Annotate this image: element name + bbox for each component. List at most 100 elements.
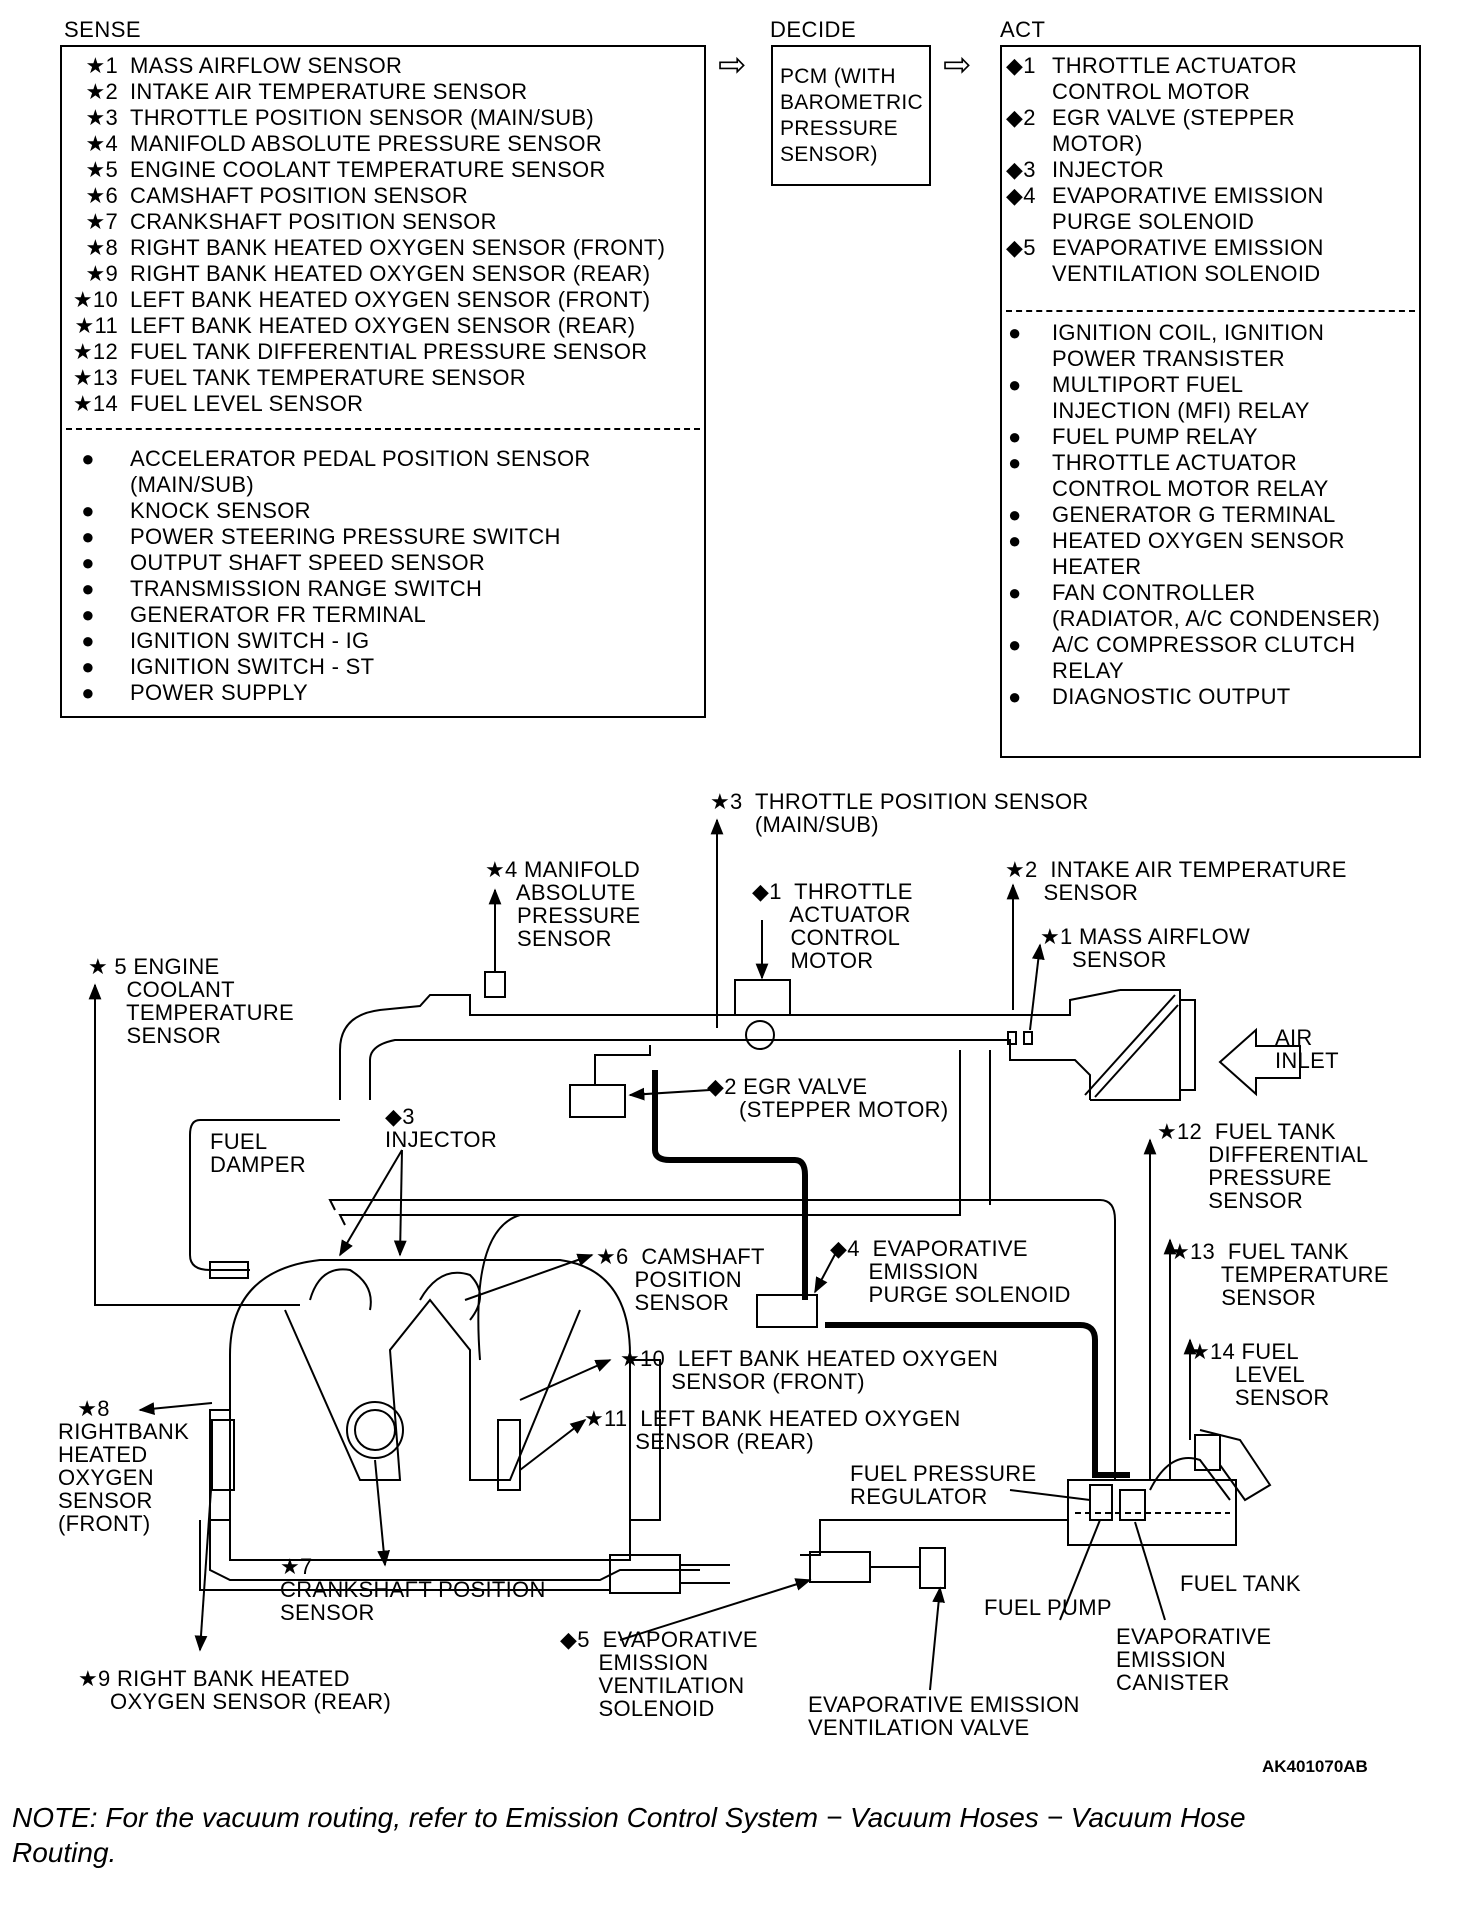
item-text: FUEL TANK DIFFERENTIAL PRESSURE SENSOR (130, 339, 648, 364)
item-text: INJECTOR (1052, 157, 1165, 182)
item-text: EVAPORATIVE EMISSION (1052, 183, 1324, 208)
item-marker: ★6 (85, 183, 118, 208)
list-item: RELAY (1000, 658, 1380, 684)
item-text: A/C COMPRESSOR CLUTCH (1052, 632, 1356, 657)
item-text: IGNITION SWITCH - ST (130, 654, 375, 679)
item-text: INJECTION (MFI) RELAY (1052, 398, 1310, 423)
label-left-bank-front: ★10 LEFT BANK HEATED OXYGEN SENSOR (FRON… (620, 1346, 999, 1394)
label-map: ★4 MANIFOLD ABSOLUTE PRESSURE SENSOR (485, 857, 641, 951)
item-marker: ★14 (72, 391, 118, 416)
item-text: FAN CONTROLLER (1052, 580, 1256, 605)
canister-connector (1119, 1489, 1146, 1521)
label-injector: ◆3 INJECTOR (385, 1104, 498, 1152)
air-filter-element (1084, 994, 1176, 1096)
item-text: OUTPUT SHAFT SPEED SENSOR (130, 550, 486, 575)
item-marker: ◆2 (1006, 105, 1036, 130)
item-marker: ★10 (72, 287, 118, 312)
label-right-bank-rear: ★9 RIGHT BANK HEATED OXYGEN SENSOR (REAR… (78, 1666, 392, 1714)
item-text: HEATER (1052, 554, 1142, 579)
bullet-icon: ● (1008, 450, 1022, 475)
item-text: HEATED OXYGEN SENSOR (1052, 528, 1345, 553)
list-item: ★14 FUEL LEVEL SENSOR (60, 391, 665, 417)
bullet-icon: ● (81, 628, 95, 653)
list-item: ★2 INTAKE AIR TEMPERATURE SENSOR (60, 79, 665, 105)
bullet-icon: ● (81, 446, 95, 471)
bullet-icon: ● (1008, 580, 1022, 605)
item-text: POWER SUPPLY (130, 680, 309, 705)
list-item: ●ACCELERATOR PEDAL POSITION SENSOR (60, 446, 591, 472)
item-text: FUEL PUMP RELAY (1052, 424, 1258, 449)
list-item: POWER TRANSISTER (1000, 346, 1380, 372)
item-text: FUEL LEVEL SENSOR (130, 391, 364, 416)
bullet-icon: ● (81, 654, 95, 679)
item-text: MULTIPORT FUEL (1052, 372, 1244, 397)
engine-block-outline (229, 1259, 631, 1561)
bullet-icon: ● (81, 550, 95, 575)
item-text: RIGHT BANK HEATED OXYGEN SENSOR (FRONT) (130, 235, 666, 260)
decide-box (771, 45, 931, 186)
list-item: ★8 RIGHT BANK HEATED OXYGEN SENSOR (FRONT… (60, 235, 665, 261)
list-item: HEATER (1000, 554, 1380, 580)
list-item: ●IGNITION COIL, IGNITION (1000, 320, 1380, 346)
item-marker: ★3 (85, 105, 118, 130)
item-marker: ★12 (72, 339, 118, 364)
item-text: THROTTLE ACTUATOR (1052, 450, 1298, 475)
list-item: (RADIATOR, A/C CONDENSER) (1000, 606, 1380, 632)
item-text: RELAY (1052, 658, 1125, 683)
decide-header: DECIDE (770, 17, 857, 42)
list-item: INJECTION (MFI) RELAY (1000, 398, 1380, 424)
item-marker: ★1 (85, 53, 118, 78)
fuel-damper-line (189, 1119, 340, 1271)
item-text: GENERATOR FR TERMINAL (130, 602, 427, 627)
item-marker: ◆3 (1006, 157, 1036, 182)
list-item: ●HEATED OXYGEN SENSOR (1000, 528, 1380, 554)
label-fuel-tank-diff-pressure: ★12 FUEL TANK DIFFERENTIAL PRESSURE SENS… (1157, 1119, 1369, 1213)
item-marker: ★2 (85, 79, 118, 104)
label-fuel-tank: FUEL TANK (1180, 1571, 1301, 1596)
label-maf: ★1 MASS AIRFLOW SENSOR (1040, 924, 1251, 972)
label-egr: ◆2 EGR VALVE (STEPPER MOTOR) (707, 1074, 949, 1122)
bullet-icon: ● (81, 602, 95, 627)
label-camshaft: ★6 CAMSHAFT POSITION SENSOR (596, 1244, 765, 1315)
item-marker: ★11 (74, 313, 118, 338)
pcm-label: PCM (WITH BAROMETRIC PRESSURE SENSOR) (780, 65, 924, 166)
list-item: ●POWER SUPPLY (60, 680, 591, 706)
item-text: FUEL TANK TEMPERATURE SENSOR (130, 365, 526, 390)
list-item: ●DIAGNOSTIC OUTPUT (1000, 684, 1380, 710)
bullet-icon: ● (1008, 320, 1022, 345)
item-text: RIGHT BANK HEATED OXYGEN SENSOR (REAR) (130, 261, 651, 286)
right-catalyst (211, 1419, 235, 1491)
label-fuel-tank-temp: ★13 FUEL TANK TEMPERATURE SENSOR (1170, 1239, 1389, 1310)
item-text: INTAKE AIR TEMPERATURE SENSOR (130, 79, 528, 104)
item-text: CRANKSHAFT POSITION SENSOR (130, 209, 497, 234)
crankshaft-pulley (346, 1401, 404, 1459)
list-item: MOTOR) (1000, 131, 1324, 157)
list-item: ●POWER STEERING PRESSURE SWITCH (60, 524, 591, 550)
item-text: (RADIATOR, A/C CONDENSER) (1052, 606, 1381, 631)
sense-to-decide-arrow: ⇨ (718, 46, 747, 84)
item-text: MOTOR) (1052, 131, 1143, 156)
list-item: (MAIN/SUB) (60, 472, 591, 498)
list-item: ●KNOCK SENSOR (60, 498, 591, 524)
bullet-icon: ● (1008, 424, 1022, 449)
item-text: IGNITION SWITCH - IG (130, 628, 370, 653)
label-fuel-pump: FUEL PUMP (984, 1595, 1112, 1620)
list-item: ●TRANSMISSION RANGE SWITCH (60, 576, 591, 602)
vent-solenoid (809, 1551, 871, 1583)
item-marker: ★8 (85, 235, 118, 260)
label-purge-solenoid: ◆4 EVAPORATIVE EMISSION PURGE SOLENOID (830, 1236, 1071, 1307)
label-fuel-level: ★14 FUEL LEVEL SENSOR (1190, 1339, 1330, 1410)
label-right-bank-front: ★8 RIGHTBANK HEATED OXYGEN SENSOR (FRONT… (58, 1396, 190, 1536)
act-header: ACT (1000, 17, 1046, 42)
item-text: EVAPORATIVE EMISSION (1052, 235, 1324, 260)
throttle-actuator-motor (734, 979, 791, 1016)
item-text: THROTTLE ACTUATOR (1052, 53, 1298, 78)
list-item: ● IGNITION SWITCH - ST (60, 654, 591, 680)
purge-vacuum-hose (652, 1070, 808, 1300)
